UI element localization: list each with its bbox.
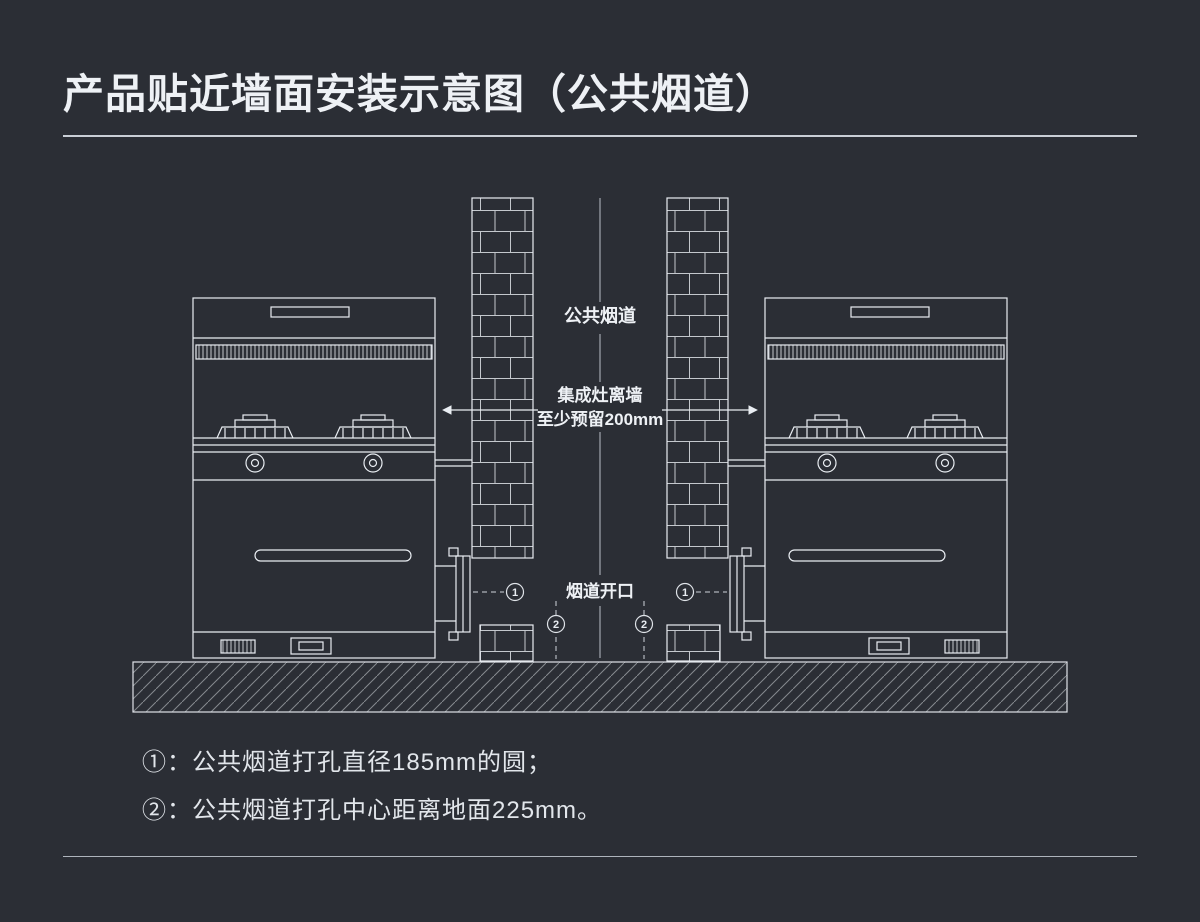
note-hole-height: ②：公共烟道打孔中心距离地面225mm。: [142, 797, 603, 824]
clearance-label-line1: 集成灶离墙: [557, 385, 643, 405]
note-hole-diameter: ①：公共烟道打孔直径185mm的圆；: [142, 749, 553, 776]
marker-1-left: 1: [505, 582, 525, 602]
marker-2-right-number: 2: [641, 619, 647, 631]
flue-label: 公共烟道: [564, 305, 636, 326]
stove-right: [765, 298, 1007, 658]
opening-label: 烟道开口: [566, 581, 634, 601]
stove-left: [193, 298, 435, 658]
notes: ①：公共烟道打孔直径185mm的圆； ②：公共烟道打孔中心距离地面225mm。: [142, 744, 602, 840]
marker-1-right: 1: [675, 582, 695, 602]
marker-2-right: 2: [634, 614, 654, 634]
clearance-label-line2: 至少预留200mm: [537, 409, 664, 429]
page-title: 产品贴近墙面安装示意图（公共烟道）: [63, 71, 777, 117]
top-divider: [63, 135, 1137, 137]
marker-1-right-number: 1: [682, 587, 688, 599]
marker-1-left-number: 1: [512, 587, 518, 599]
hole-markers: 1 1 2 2: [505, 582, 695, 634]
ground-hatch: [132, 661, 1068, 713]
marker-2-left: 2: [546, 614, 566, 634]
bottom-divider: [63, 856, 1137, 857]
marker-2-left-number: 2: [553, 619, 559, 631]
